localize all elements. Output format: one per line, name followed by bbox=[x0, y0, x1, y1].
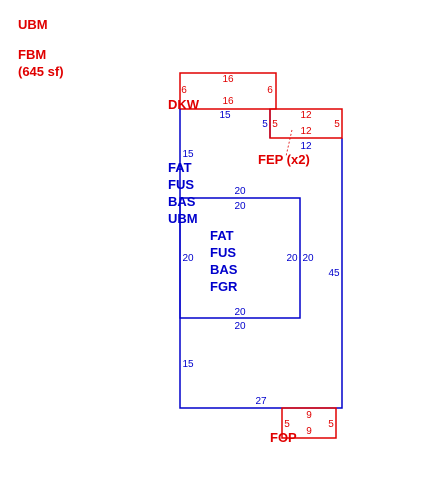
dkw-dim-right: 6 bbox=[267, 85, 273, 96]
fep-dim-bottom: 12 bbox=[300, 141, 312, 152]
main-dim-left-bottom: 15 bbox=[182, 359, 194, 370]
fop-dim-left: 5 bbox=[284, 419, 290, 430]
main-label-fat: FAT bbox=[168, 160, 192, 175]
fep-outline bbox=[269, 108, 343, 139]
fep-dim-mid: 12 bbox=[300, 126, 312, 137]
legend-area: (645 sf) bbox=[18, 64, 64, 79]
fep-dim-right: 5 bbox=[334, 119, 340, 130]
main-dim-left-mid: 20 bbox=[182, 253, 194, 264]
dkw-dim-bottom: 16 bbox=[222, 96, 234, 107]
legend-ubm: UBM bbox=[18, 17, 48, 32]
dkw-dim-left: 6 bbox=[181, 85, 187, 96]
dkw-dim-top: 16 bbox=[222, 74, 234, 85]
fep-leader-line bbox=[285, 129, 293, 157]
inner-outline bbox=[179, 197, 301, 319]
fop-dim-bottom: 9 bbox=[306, 426, 312, 437]
fep-label: FEP (x2) bbox=[258, 152, 310, 167]
inner-label-fgr: FGR bbox=[210, 279, 238, 294]
fop-dim-top: 9 bbox=[306, 410, 312, 421]
main-label-ubm: UBM bbox=[168, 211, 198, 226]
fep-dim-top: 12 bbox=[300, 110, 312, 121]
main-dim-bottom: 27 bbox=[255, 396, 267, 407]
fop-outline bbox=[281, 407, 337, 439]
inner-dim-top-out: 20 bbox=[234, 186, 246, 197]
main-dim-right: 45 bbox=[328, 268, 340, 279]
main-label-bas: BAS bbox=[168, 194, 196, 209]
inner-dim-right-out: 20 bbox=[302, 253, 314, 264]
main-dim-right-short: 5 bbox=[262, 119, 268, 130]
main-dim-left-top: 15 bbox=[182, 149, 194, 160]
main-dim-top: 15 bbox=[219, 110, 231, 121]
inner-dim-top-in: 20 bbox=[234, 201, 246, 212]
fep-dim-left: 5 bbox=[272, 119, 278, 130]
inner-dim-bottom-in: 20 bbox=[234, 307, 246, 318]
legend-fbm: FBM bbox=[18, 47, 46, 62]
inner-dim-bottom-out: 20 bbox=[234, 321, 246, 332]
inner-dim-right-in: 20 bbox=[286, 253, 298, 264]
dkw-outline bbox=[179, 72, 277, 110]
inner-label-bas: BAS bbox=[210, 262, 238, 277]
inner-label-fat: FAT bbox=[210, 228, 234, 243]
dkw-label: DKW bbox=[168, 97, 200, 112]
main-label-fus: FUS bbox=[168, 177, 194, 192]
fop-label: FOP bbox=[270, 430, 297, 445]
inner-label-fus: FUS bbox=[210, 245, 236, 260]
fop-dim-right: 5 bbox=[328, 419, 334, 430]
